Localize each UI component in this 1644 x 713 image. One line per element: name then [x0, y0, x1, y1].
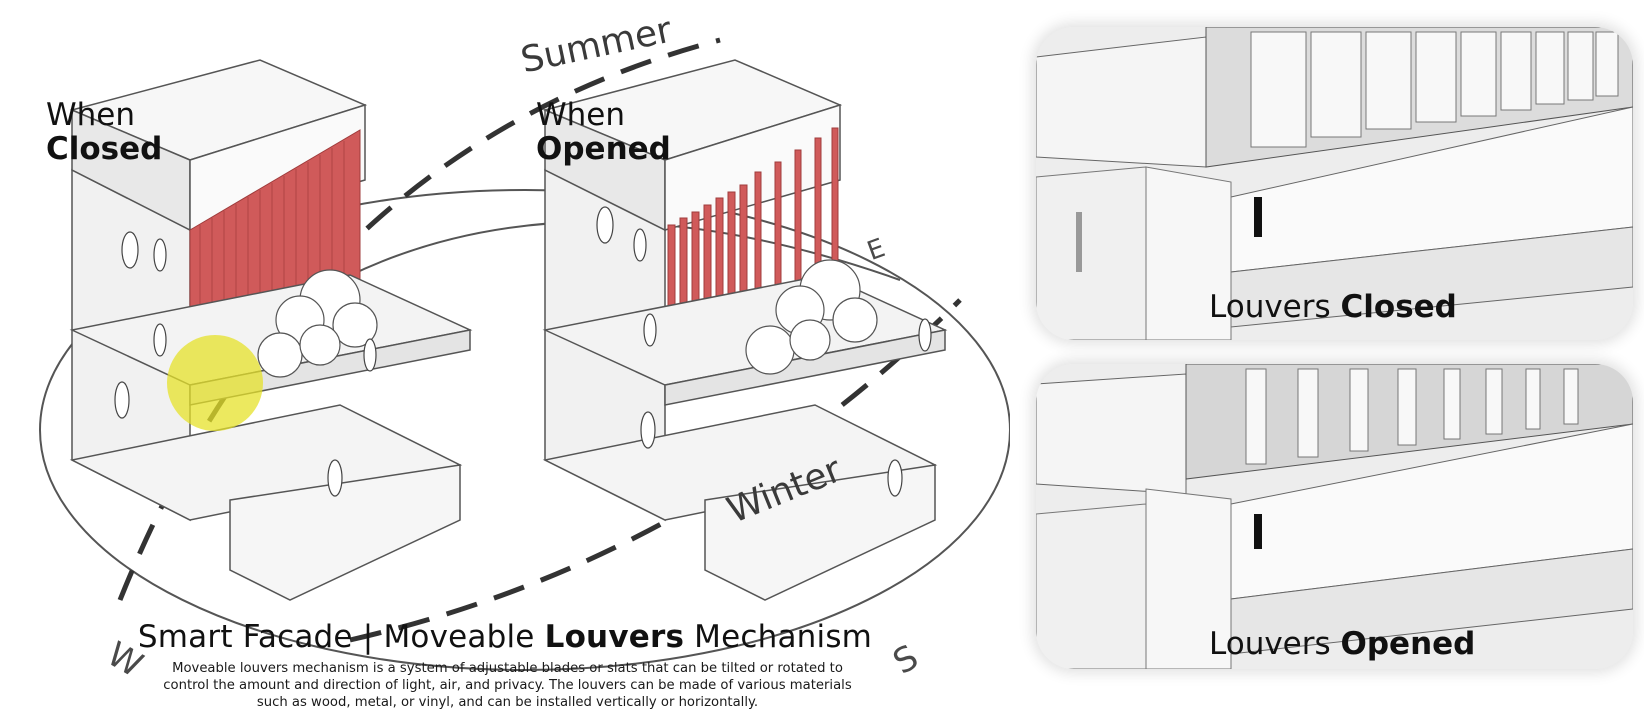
highlight-circle	[167, 335, 263, 431]
caption-louvers-opened: Louvers Opened	[1209, 626, 1475, 662]
sun-path-ellipse	[39, 189, 1010, 671]
people	[114, 231, 377, 497]
detail-panel-closed: Louvers Closed	[1036, 27, 1633, 340]
main-title-part2: Mechanism	[684, 619, 873, 655]
detail-panel-opened: Louvers Opened	[1036, 364, 1633, 669]
label-when-closed-line1: When	[46, 97, 136, 133]
label-when-closed: When Closed	[46, 100, 162, 165]
main-title-part1: Smart Facade | Moveable	[137, 619, 545, 655]
main-title-bold: Louvers	[544, 619, 685, 655]
label-when-opened-line2: Opened	[536, 131, 671, 167]
label-when-opened-line1: When	[536, 97, 626, 133]
main-title: Smart Facade | Moveable Louvers Mechanis…	[0, 619, 1010, 655]
building-closed	[69, 59, 473, 601]
summer-arc	[117, 37, 721, 601]
detail-opened-drawing	[1036, 364, 1633, 669]
description: Moveable louvers mechanism is a system o…	[163, 661, 852, 710]
label-when-closed-line2: Closed	[46, 131, 163, 167]
tree	[257, 269, 378, 378]
detail-closed-drawing	[1036, 27, 1633, 340]
label-when-opened: When Opened	[536, 100, 671, 165]
building-opened	[542, 59, 948, 601]
sun-path-diagram	[39, 37, 1010, 671]
caption-closed-plain: Louvers	[1209, 289, 1341, 325]
caption-closed-bold: Closed	[1340, 289, 1457, 325]
caption-louvers-closed: Louvers Closed	[1209, 289, 1457, 325]
caption-opened-bold: Opened	[1340, 626, 1476, 662]
caption-opened-plain: Louvers	[1209, 626, 1341, 662]
